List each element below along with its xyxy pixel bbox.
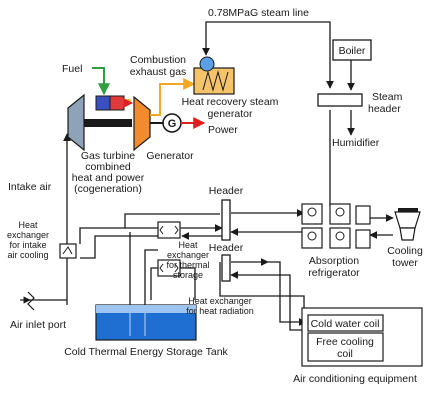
hx-radiation-label-1: Heat exchanger (188, 296, 252, 306)
hx-intake-label-3: for intake (9, 240, 46, 250)
absorption-label-1: Absorption (309, 255, 359, 267)
hx-thermal-label-4: storage (173, 270, 203, 280)
air-inlet-port-label: Air inlet port (10, 319, 66, 331)
boiler-label: Boiler (339, 45, 366, 57)
generator-icon: G (150, 113, 182, 133)
cold-water-coil-label: Cold water coil (311, 318, 380, 330)
header-bottom-label: Header (209, 242, 244, 254)
steam-header-label-1: Steam (372, 91, 403, 103)
cooling-tower-label-2: tower (392, 257, 418, 269)
cooling-tower-label-1: Cooling (387, 245, 423, 257)
free-cooling-label-2: coil (337, 348, 353, 360)
combustion-label-2: exhaust gas (130, 66, 187, 78)
hrsg-label-1: Heat recovery steam (182, 96, 279, 108)
storage-tank-icon (95, 304, 197, 341)
fuel-arrow (92, 67, 110, 96)
generator-symbol: G (168, 118, 177, 130)
ac-equipment-label: Air conditioning equipment (293, 373, 417, 385)
header-top (221, 199, 231, 241)
hx-intake-label-2: exchanger (7, 230, 49, 240)
air-inlet-icon (20, 291, 35, 311)
hx-radiation-label-2: for heat radiation (186, 306, 254, 316)
fuel-label: Fuel (62, 63, 82, 75)
gas-turbine-icon (67, 93, 151, 152)
gas-turbine-label-3: heat and power (72, 172, 145, 184)
hrsg-label-2: generator (208, 108, 253, 120)
steam-line-label: 0.78MPaG steam line (208, 7, 309, 19)
hx-thermal-label-1: Heat (178, 240, 198, 250)
gas-turbine-label-1: Gas turbine (81, 150, 135, 162)
cooling-tower-icon (394, 208, 421, 241)
power-label: Power (208, 124, 238, 136)
steam-header-label-2: header (368, 103, 401, 115)
humidifier-label: Humidifier (332, 137, 380, 149)
free-cooling-label-1: Free cooling (316, 336, 374, 348)
generator-label: Generator (146, 150, 194, 162)
steam-header (317, 93, 363, 107)
boiler-icon: Boiler (332, 39, 372, 61)
header-top-label: Header (209, 185, 244, 197)
header-bottom (221, 254, 231, 282)
exhaust-arrow (150, 78, 196, 116)
absorption-label-2: refrigerator (308, 267, 360, 279)
absorption-refrigerator-icon (301, 203, 371, 249)
hrsg-icon (193, 56, 235, 95)
gas-turbine-label-2: combined (85, 161, 131, 173)
gas-turbine-label-4: (cogeneration) (74, 183, 142, 195)
combustion-label-1: Combustion (130, 54, 186, 66)
heat-exchanger-icon (59, 243, 77, 259)
heat-exchanger-thermal-icon (157, 221, 181, 239)
hx-intake-label-4: air cooling (7, 250, 48, 260)
hx-intake-label-1: Heat (18, 220, 38, 230)
ac-equipment-box (301, 307, 423, 367)
hx-thermal-label-2: exchanger (167, 250, 209, 260)
hx-thermal-label-3: for thermal (166, 260, 209, 270)
piping (30, 21, 394, 331)
heat-exchanger-radiation-icon (157, 259, 181, 277)
intake-air-label: Intake air (8, 181, 52, 193)
storage-tank-label: Cold Thermal Energy Storage Tank (64, 346, 228, 358)
